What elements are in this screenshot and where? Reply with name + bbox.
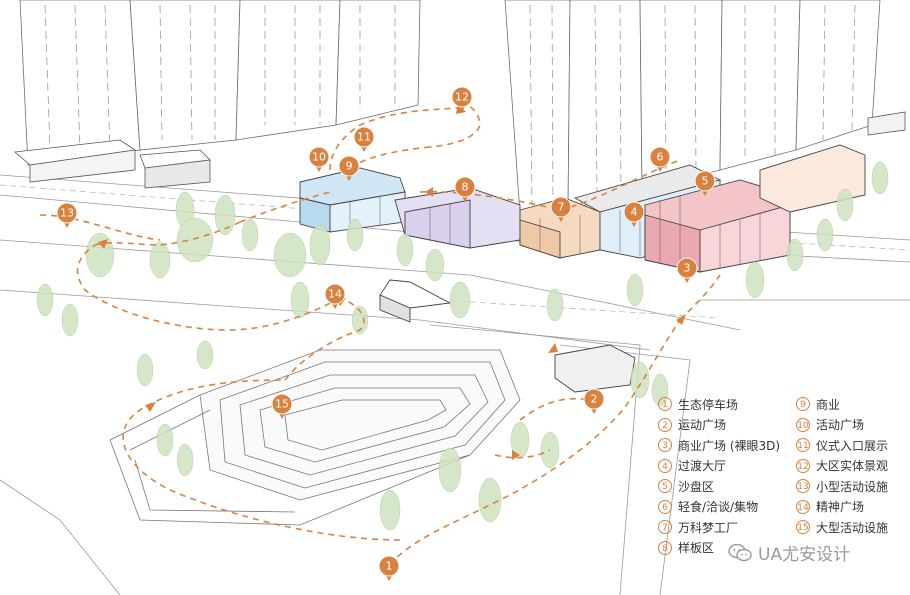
legend-label: 样板区 [678,541,715,556]
legend-number: 12 [796,458,810,473]
pin-number: 9 [346,160,353,173]
legend-label: 商业 [816,397,841,412]
pin-13: 13 [56,202,78,228]
trees [36,161,889,531]
pin-number: 7 [558,201,565,214]
pin-1: 1 [378,555,400,581]
pin-number: 2 [591,393,598,406]
pin-number: 3 [684,262,691,275]
building-chain [299,144,866,393]
watermark: UA尤安设计 [728,540,850,565]
legend-label: 轻食/洽谈/集物 [678,500,759,515]
legend-item: 9 商业 [796,394,888,415]
legend-label: 大区实体景观 [816,459,889,474]
pin-7: 7 [550,196,572,222]
legend-number: 5 [658,479,672,494]
pin-5: 5 [694,170,716,196]
pin-3: 3 [676,257,698,283]
pin-4: 4 [623,201,645,227]
legend-number: 10 [796,417,810,432]
pin-12: 12 [451,86,473,112]
legend-item: 2 运动广场 [658,415,780,436]
legend-item: 12 大区实体景观 [796,456,888,477]
pin-number: 4 [631,206,638,219]
legend-item: 1 生态停车场 [658,394,780,415]
legend-number: 13 [796,479,810,494]
pin-number: 1 [386,560,393,573]
legend-label: 沙盘区 [678,479,715,494]
legend-number: 2 [658,417,672,432]
pin-14: 14 [324,283,346,309]
legend-item: 6 轻食/洽谈/集物 [658,497,780,518]
pin-number: 11 [357,131,371,144]
legend-number: 1 [658,397,672,412]
pin-number: 8 [462,181,469,194]
pin-number: 14 [328,288,342,301]
legend-label: 万科梦工厂 [678,520,739,535]
legend-label: 仪式入口展示 [816,438,889,453]
legend-item: 11 仪式入口展示 [796,435,888,456]
legend-number: 6 [658,499,672,514]
legend-label: 精神广场 [816,500,865,515]
wechat-icon [728,543,752,561]
pin-6: 6 [649,146,671,172]
legend-item: 14 精神广场 [796,497,888,518]
legend-label: 生态停车场 [678,397,739,412]
pin-8: 8 [454,176,476,202]
pin-number: 12 [455,91,469,104]
legend-number: 8 [658,540,672,555]
legend-number: 4 [658,458,672,473]
legend-label: 运动广场 [678,418,727,433]
watermark-text: UA尤安设计 [758,545,851,565]
pin-15: 15 [271,393,293,419]
pin-number: 6 [657,151,664,164]
legend-number: 9 [796,397,810,412]
pin-11: 11 [353,126,375,152]
legend-number: 7 [658,520,672,535]
legend-label: 活动广场 [816,418,865,433]
pin-number: 5 [702,175,709,188]
legend-label: 过渡大厅 [678,459,727,474]
legend-number: 15 [796,520,810,535]
legend-item: 5 沙盘区 [658,476,780,497]
legend-item: 7 万科梦工厂 [658,517,780,538]
legend-number: 11 [796,438,810,453]
pin-9: 9 [338,155,360,181]
legend-number: 14 [796,499,810,514]
pin-number: 10 [312,151,326,164]
legend-item: 15 大型活动设施 [796,517,888,538]
legend-item: 4 过渡大厅 [658,456,780,477]
legend-label: 大型活动设施 [816,520,889,535]
legend-label: 商业广场 (裸眼3D) [678,438,781,453]
legend-column-1: 1 生态停车场 2 运动广场 3 商业广场 (裸眼3D) 4 过渡大厅 5 沙盘区 6 轻食/洽谈/集… [658,394,780,558]
legend-number: 3 [658,438,672,453]
pin-number: 13 [60,207,74,220]
left-pavilions [14,111,906,189]
pin-2: 2 [583,388,605,414]
legend-item: 13 小型活动设施 [796,476,888,497]
pin-number: 15 [275,398,289,411]
legend-item: 10 活动广场 [796,415,888,436]
legend: 1 生态停车场 2 运动广场 3 商业广场 (裸眼3D) 4 过渡大厅 5 沙盘区 6 轻食/洽谈/集… [658,394,908,562]
pin-10: 10 [308,146,330,172]
legend-item: 8 样板区 [658,538,780,559]
background-towers [19,0,881,215]
legend-item: 3 商业广场 (裸眼3D) [658,435,780,456]
legend-label: 小型活动设施 [816,479,889,494]
